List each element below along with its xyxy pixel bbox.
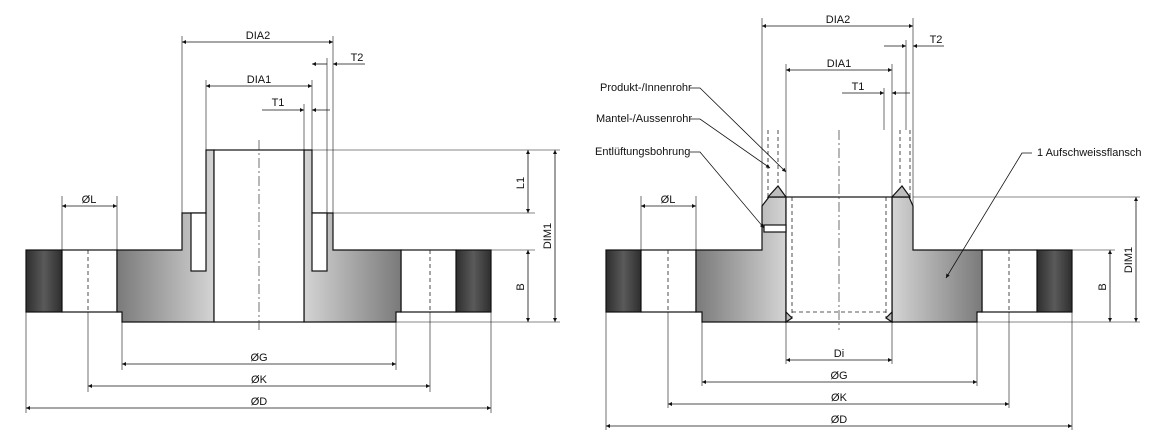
- right-flange-body-left: [695, 196, 787, 323]
- left-l-label: ØL: [82, 194, 97, 206]
- right-flange-rim-right: [1036, 249, 1073, 313]
- right-dim1-label: DIM1: [1123, 247, 1135, 273]
- left-l1-label: L1: [515, 177, 527, 189]
- left-dia2-label: DIA2: [246, 30, 270, 42]
- callout-flange: 1 Aufschweissflansch: [1037, 147, 1142, 159]
- right-t2-label: T2: [930, 34, 943, 46]
- right-bolt-hole-left: [640, 249, 697, 313]
- left-bolt-hole-left: [61, 249, 118, 313]
- left-groove-left: [190, 212, 207, 272]
- callout-vent-hole: Entlüftungsbohrung: [595, 146, 690, 158]
- weld-top-right: [890, 185, 912, 198]
- left-bolt-hole-right: [400, 249, 457, 313]
- left-d-label: ØD: [251, 396, 268, 408]
- right-d-label: ØD: [831, 414, 848, 426]
- left-flange-rim-right: [455, 249, 492, 313]
- right-dia2-label: DIA2: [826, 14, 850, 26]
- right-g-label: ØG: [830, 370, 847, 382]
- left-view: DIA2 T2 DIA1 T1 L1 DIM1 B ØL ØG ØK ØD: [25, 30, 560, 413]
- left-dim1-label: DIM1: [542, 223, 554, 249]
- left-flange-body-right: [303, 149, 402, 323]
- weld-top-left: [766, 185, 788, 198]
- right-dia1-label: DIA1: [827, 58, 851, 70]
- right-view: DIA2 T2 DIA1 T1 DIM1 B ØL Di ØG ØK ØD Pr: [595, 14, 1142, 430]
- vent-hole: [763, 224, 787, 233]
- left-b-label: B: [515, 283, 527, 290]
- left-g-label: ØG: [250, 352, 267, 364]
- callout-outer-pipe: Mantel-/Aussenrohr: [596, 113, 692, 125]
- left-groove-right: [311, 212, 328, 272]
- callout-inner-pipe: Produkt-/Innenrohr: [600, 82, 692, 94]
- right-flange-rim-left: [605, 249, 642, 313]
- left-t1-label: T1: [272, 97, 285, 109]
- right-t1-label: T1: [852, 81, 865, 93]
- right-bolt-hole-right: [981, 249, 1038, 313]
- right-l-label: ØL: [661, 194, 676, 206]
- left-dia1-label: DIA1: [247, 74, 271, 86]
- left-flange-rim-left: [25, 249, 63, 313]
- right-b-label: B: [1097, 283, 1109, 290]
- weld-bottom-right: [885, 310, 893, 324]
- left-t2-label: T2: [351, 52, 364, 64]
- right-di-label: Di: [834, 348, 844, 360]
- weld-bottom-left: [785, 310, 793, 324]
- right-k-label: ØK: [831, 392, 848, 404]
- left-k-label: ØK: [251, 374, 268, 386]
- right-flange-body-right: [891, 196, 983, 323]
